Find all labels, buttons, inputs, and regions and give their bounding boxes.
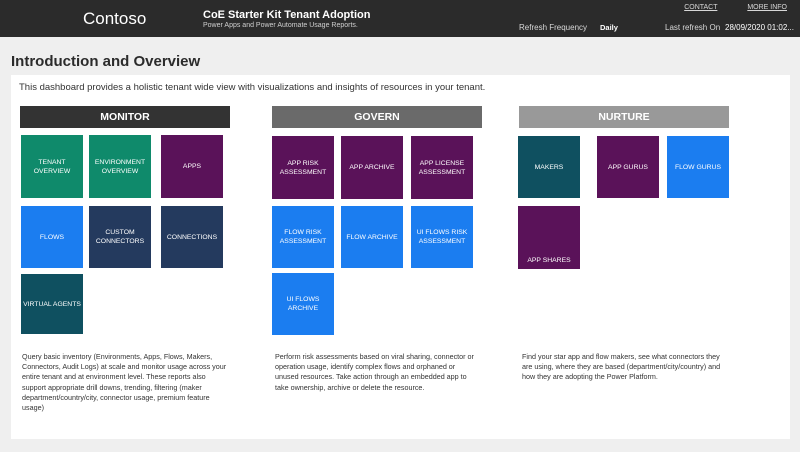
last-refresh-value: 28/09/2020 01:02...	[725, 23, 794, 32]
tile-app-gurus[interactable]: APP GURUS	[597, 136, 659, 198]
more-info-link[interactable]: MORE INFO	[747, 4, 787, 11]
tile-virtual-agents[interactable]: VIRTUAL AGENTS	[21, 274, 83, 334]
brand-logo: Contoso	[83, 9, 147, 28]
report-title: CoE Starter Kit Tenant Adoption	[203, 9, 371, 21]
tile-app-risk-assessment[interactable]: APP RISK ASSESSMENT	[272, 136, 334, 199]
monitor-description: Query basic inventory (Environments, App…	[22, 352, 227, 413]
tile-flow-gurus[interactable]: FLOW GURUS	[667, 136, 729, 198]
monitor-section-header: MONITOR	[20, 106, 230, 128]
tile-flow-risk-assessment[interactable]: FLOW RISK ASSESSMENT	[272, 206, 334, 268]
tile-ui-flows-archive[interactable]: UI FLOWS ARCHIVE	[272, 273, 334, 335]
nurture-section-header: NURTURE	[519, 106, 729, 128]
tile-tenant-overview[interactable]: TENANT OVERVIEW	[21, 135, 83, 198]
intro-text: This dashboard provides a holistic tenan…	[19, 82, 486, 93]
report-subtitle: Power Apps and Power Automate Usage Repo…	[203, 22, 358, 29]
top-header-bar: Contoso CoE Starter Kit Tenant Adoption …	[0, 0, 800, 37]
refresh-frequency-value: Daily	[600, 23, 618, 32]
page-title: Introduction and Overview	[11, 53, 201, 70]
tile-makers[interactable]: MAKERS	[518, 136, 580, 198]
govern-section-header: GOVERN	[272, 106, 482, 128]
last-refresh-label: Last refresh On	[665, 23, 721, 32]
tile-app-license-assessment[interactable]: APP LICENSE ASSESSMENT	[411, 136, 473, 199]
header-links: CONTACT MORE INFO	[656, 4, 787, 11]
tile-connections[interactable]: CONNECTIONS	[161, 206, 223, 268]
tile-app-shares[interactable]: APP SHARES	[518, 206, 580, 269]
tile-flow-archive[interactable]: FLOW ARCHIVE	[341, 206, 403, 268]
tile-environment-overview[interactable]: ENVIRONMENT OVERVIEW	[89, 135, 151, 198]
tile-app-archive[interactable]: APP ARCHIVE	[341, 136, 403, 199]
tile-apps[interactable]: APPS	[161, 135, 223, 198]
govern-description: Perform risk assessments based on viral …	[275, 352, 474, 392]
refresh-frequency-label: Refresh Frequency	[519, 23, 588, 32]
main-panel: This dashboard provides a holistic tenan…	[11, 75, 790, 439]
tile-flows[interactable]: FLOWS	[21, 206, 83, 268]
contact-link[interactable]: CONTACT	[684, 4, 718, 11]
tile-custom-connectors[interactable]: CUSTOM CONNECTORS	[89, 206, 151, 268]
tile-ui-flows-risk-assessment[interactable]: UI FLOWS RISK ASSESSMENT	[411, 206, 473, 268]
nurture-description: Find your star app and flow makers, see …	[522, 352, 721, 382]
